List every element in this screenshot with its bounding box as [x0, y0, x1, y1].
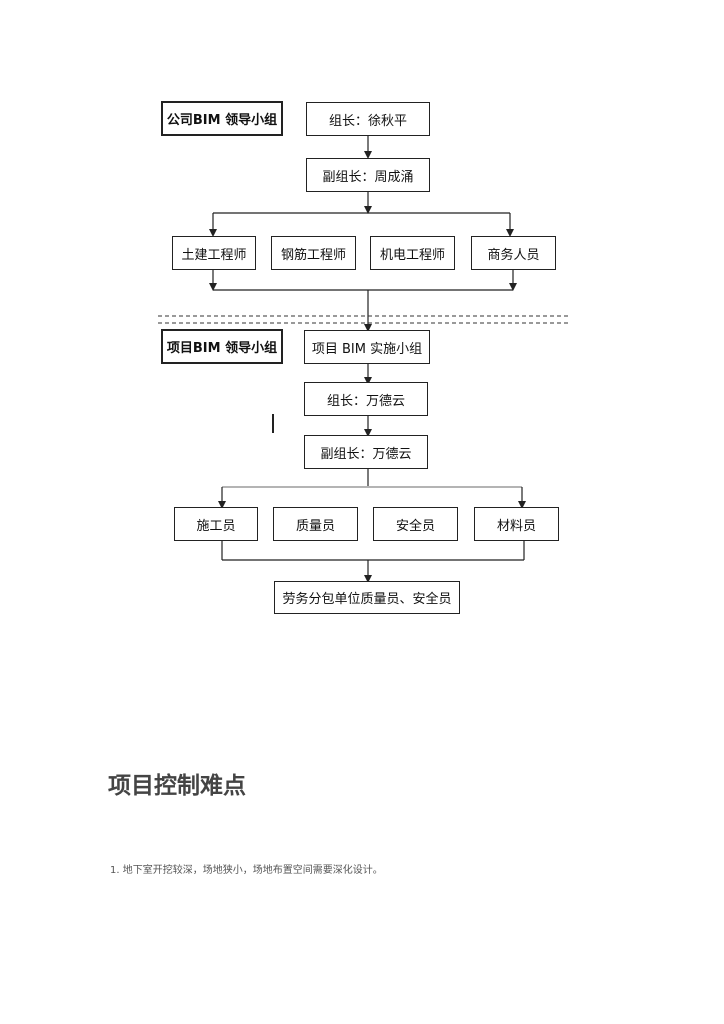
list-item: 1. 地下室开挖较深，场地狭小，场地布置空间需要深化设计。 — [110, 865, 383, 876]
staff-box: 施工员 — [174, 507, 258, 541]
project-deputy-box: 副组长：万德云 — [304, 435, 428, 469]
engineer-box: 土建工程师 — [172, 236, 256, 270]
engineer-box: 商务人员 — [471, 236, 556, 270]
company-leader-box: 组长：徐秋平 — [306, 102, 430, 136]
project-bim-group-label: 项目BIM 领导小组 — [161, 329, 283, 364]
text-cursor-mark — [272, 414, 274, 433]
engineer-box: 钢筋工程师 — [271, 236, 356, 270]
staff-box: 质量员 — [273, 507, 358, 541]
staff-box: 材料员 — [474, 507, 559, 541]
staff-box: 安全员 — [373, 507, 458, 541]
project-impl-group-box: 项目 BIM 实施小组 — [304, 330, 430, 364]
company-bim-group-label: 公司BIM 领导小组 — [161, 101, 283, 136]
section-title: 项目控制难点 — [108, 773, 246, 799]
engineer-box: 机电工程师 — [370, 236, 455, 270]
company-deputy-box: 副组长：周成涌 — [306, 158, 430, 192]
project-leader-box: 组长：万德云 — [304, 382, 428, 416]
subcontract-box: 劳务分包单位质量员、安全员 — [274, 581, 460, 614]
